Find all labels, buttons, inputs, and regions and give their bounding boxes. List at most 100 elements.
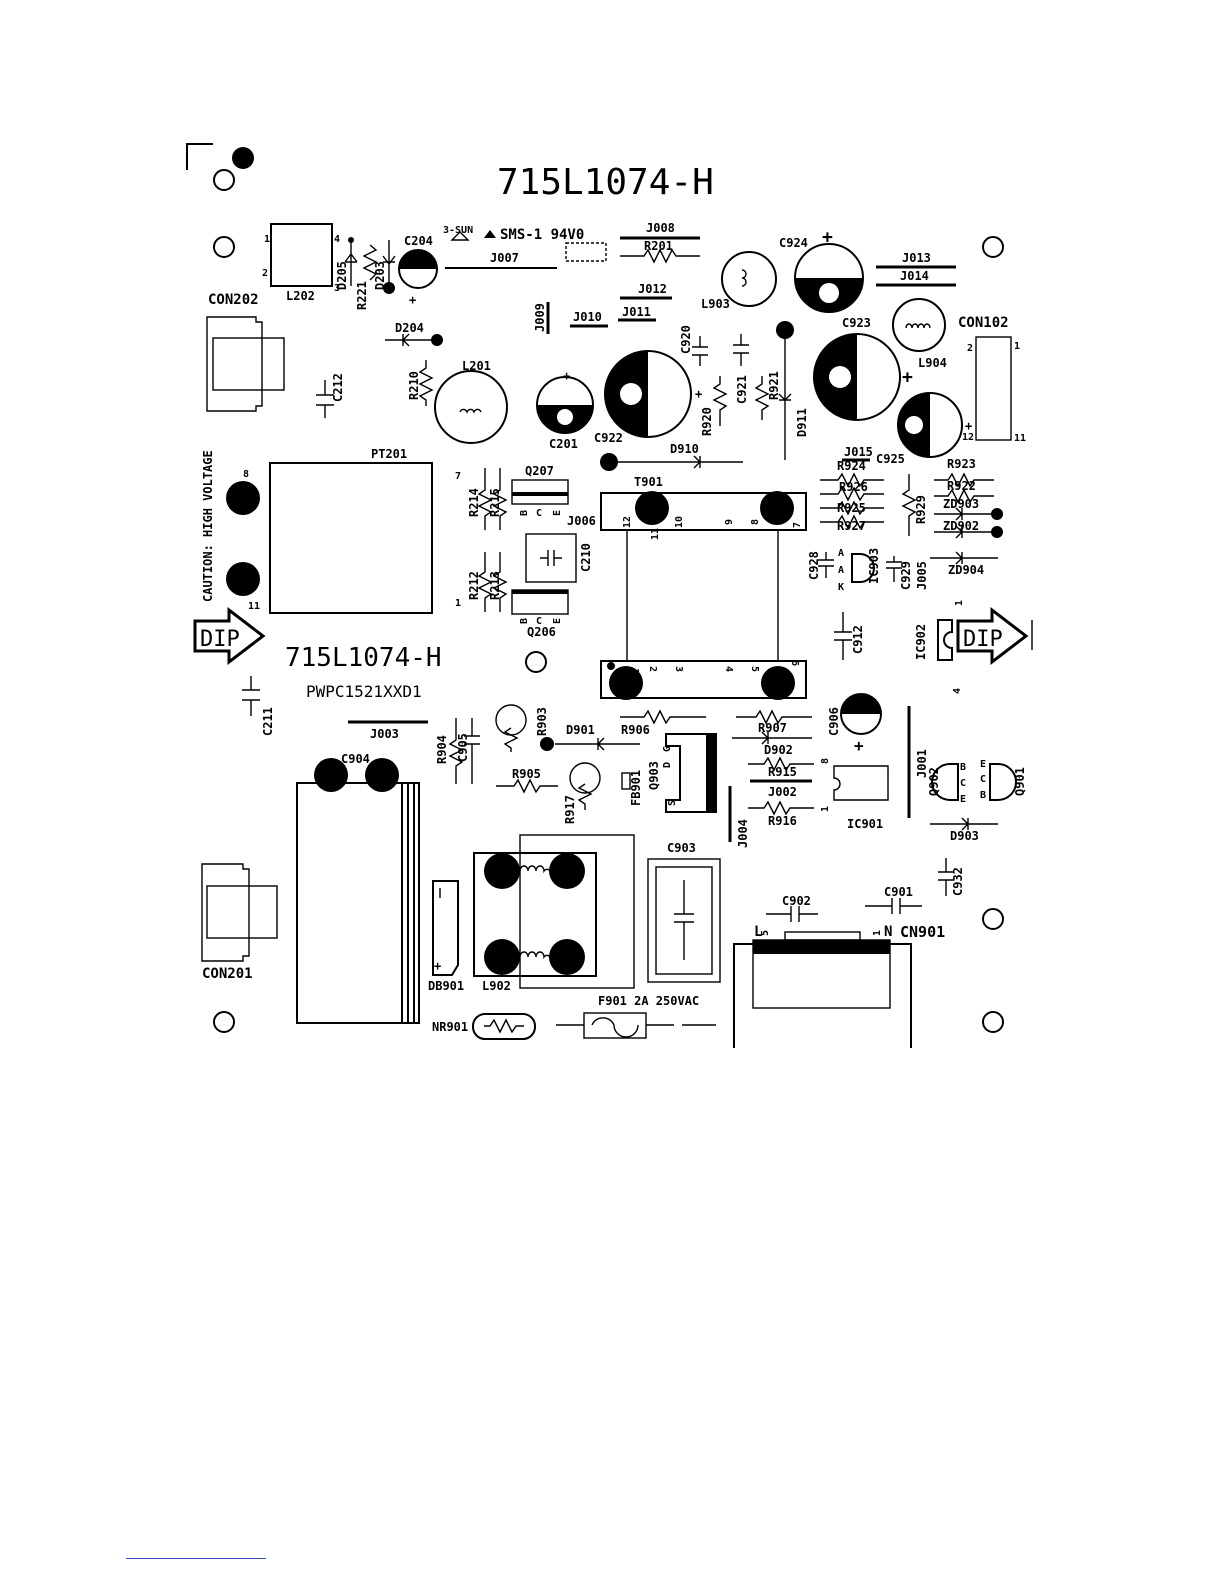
svg-text:J010: J010 <box>573 310 602 324</box>
capacitor-c902: C902 <box>766 894 818 922</box>
svg-text:R915: R915 <box>768 765 797 779</box>
svg-text:R212: R212 <box>467 571 481 600</box>
ic-ic902: 1 4 IC902 <box>914 600 965 694</box>
capacitor-c903: C903 <box>647 841 721 983</box>
resistor-r921: R921 <box>754 371 781 420</box>
resistors-r214-r215: R214 R215 <box>467 468 508 530</box>
diode-d910: D910 <box>600 442 743 471</box>
svg-text:FB901: FB901 <box>629 770 643 806</box>
svg-text:C922: C922 <box>594 431 623 445</box>
svg-text:6: 6 <box>789 660 800 666</box>
diode-d901: D901 <box>540 723 640 751</box>
resistors-r924-r927: R924 R926 R925 R927 <box>820 459 884 533</box>
svg-text:E: E <box>552 618 563 624</box>
resistor-r929: R929 <box>901 474 928 536</box>
svg-text:DIP: DIP <box>200 627 240 652</box>
svg-text:D910: D910 <box>670 442 699 456</box>
resistor-r907: R907 <box>736 709 812 735</box>
transistor-q902: B C E Q902 <box>927 762 966 805</box>
svg-text:B: B <box>980 790 986 801</box>
svg-text:E: E <box>552 510 563 516</box>
svg-text:+: + <box>854 736 864 755</box>
svg-text:C925: C925 <box>876 452 905 466</box>
resistor-r917: R917 <box>563 762 601 824</box>
svg-text:R927: R927 <box>837 519 866 533</box>
svg-text:T901: T901 <box>634 475 663 489</box>
svg-text:C903: C903 <box>667 841 696 855</box>
svg-text:R929: R929 <box>914 495 928 524</box>
capacitor-c906: + C906 <box>827 693 882 755</box>
diode-d204: D204 <box>385 321 443 347</box>
svg-text:D901: D901 <box>566 723 595 737</box>
svg-text:C905: C905 <box>456 733 470 762</box>
pcb-code: PWPC1521XXD1 <box>306 682 422 701</box>
svg-text:R903: R903 <box>535 707 549 736</box>
svg-text:+: + <box>434 959 441 973</box>
capacitor-c929: C929 <box>886 556 913 590</box>
svg-text:3: 3 <box>334 283 340 294</box>
ferrite-fb901: FB901 <box>621 770 643 806</box>
svg-text:R923: R923 <box>947 457 976 471</box>
capacitor-c210: C210 <box>525 533 593 583</box>
svg-text:J004: J004 <box>736 819 750 848</box>
svg-text:J006: J006 <box>567 514 596 528</box>
svg-text:F901 2A 250VAC: F901 2A 250VAC <box>598 994 699 1008</box>
capacitor-c901: C901 <box>865 885 922 914</box>
dip-arrow-left: DIP <box>193 606 266 666</box>
svg-text:C904: C904 <box>341 752 370 766</box>
capacitor-c912: C912 <box>834 612 865 660</box>
capacitor-c922: + C922 <box>594 350 702 445</box>
svg-text:11: 11 <box>650 528 661 540</box>
transistor-q206: Q206 B C E <box>511 589 569 639</box>
svg-text:R925: R925 <box>837 501 866 515</box>
svg-text:CON201: CON201 <box>202 966 253 982</box>
svg-text:12: 12 <box>622 516 633 528</box>
resistor-r904: R904 <box>435 718 464 784</box>
fuse-f901: F901 2A 250VAC <box>556 994 716 1039</box>
jumper-j002: J002 <box>750 779 812 799</box>
capacitor-c904: C904 <box>296 752 420 1024</box>
svg-text:IC903: IC903 <box>867 548 881 584</box>
connector-con202: CON202 <box>206 292 285 412</box>
svg-text:R905: R905 <box>512 767 541 781</box>
transformer-pt201: PT201 8 11 7 1 <box>226 447 461 614</box>
capacitor-c932: C932 <box>938 858 965 896</box>
svg-text:Q206: Q206 <box>527 625 556 639</box>
ul-mark: SMS-1 94V0 <box>500 227 584 243</box>
svg-text:D: D <box>662 762 673 768</box>
resistor-r920: R920 <box>700 376 728 436</box>
svg-text:C923: C923 <box>842 316 871 330</box>
svg-text:C932: C932 <box>951 867 965 896</box>
svg-text:C210: C210 <box>579 543 593 572</box>
svg-text:R215: R215 <box>488 488 502 517</box>
capacitor-c212: C212 <box>316 373 345 418</box>
svg-text:2: 2 <box>967 343 973 354</box>
svg-text:J002: J002 <box>768 785 797 799</box>
capacitor-c924: C924 + <box>779 227 864 313</box>
svg-text:R917: R917 <box>563 795 577 824</box>
svg-text:C212: C212 <box>331 373 345 402</box>
capacitor-c920: C920 <box>679 325 708 366</box>
svg-text:C928: C928 <box>807 551 821 580</box>
svg-text:L202: L202 <box>286 289 315 303</box>
svg-text:K: K <box>838 582 844 593</box>
svg-text:J014: J014 <box>900 269 929 283</box>
capacitor-c921: C921 <box>733 334 749 404</box>
svg-text:+: + <box>695 387 702 401</box>
svg-text:NR901: NR901 <box>432 1020 468 1034</box>
svg-text:Q903: Q903 <box>647 761 661 790</box>
choke-l902: L902 <box>473 834 635 993</box>
zener-zd904: ZD904 <box>930 551 998 577</box>
svg-text:11: 11 <box>1014 433 1026 444</box>
ic-ic903: A A K IC903 <box>838 548 881 593</box>
svg-text:D902: D902 <box>764 743 793 757</box>
board-part-number-top: 715L1074-H <box>497 162 714 203</box>
svg-text:B: B <box>960 762 966 773</box>
svg-text:R920: R920 <box>700 407 714 436</box>
svg-text:J005: J005 <box>915 561 929 590</box>
capacitor-c211: C211 <box>242 676 275 736</box>
svg-text:J001: J001 <box>915 749 929 778</box>
svg-text:4: 4 <box>952 688 963 694</box>
svg-text:C211: C211 <box>261 707 275 736</box>
svg-text:J003: J003 <box>370 727 399 741</box>
